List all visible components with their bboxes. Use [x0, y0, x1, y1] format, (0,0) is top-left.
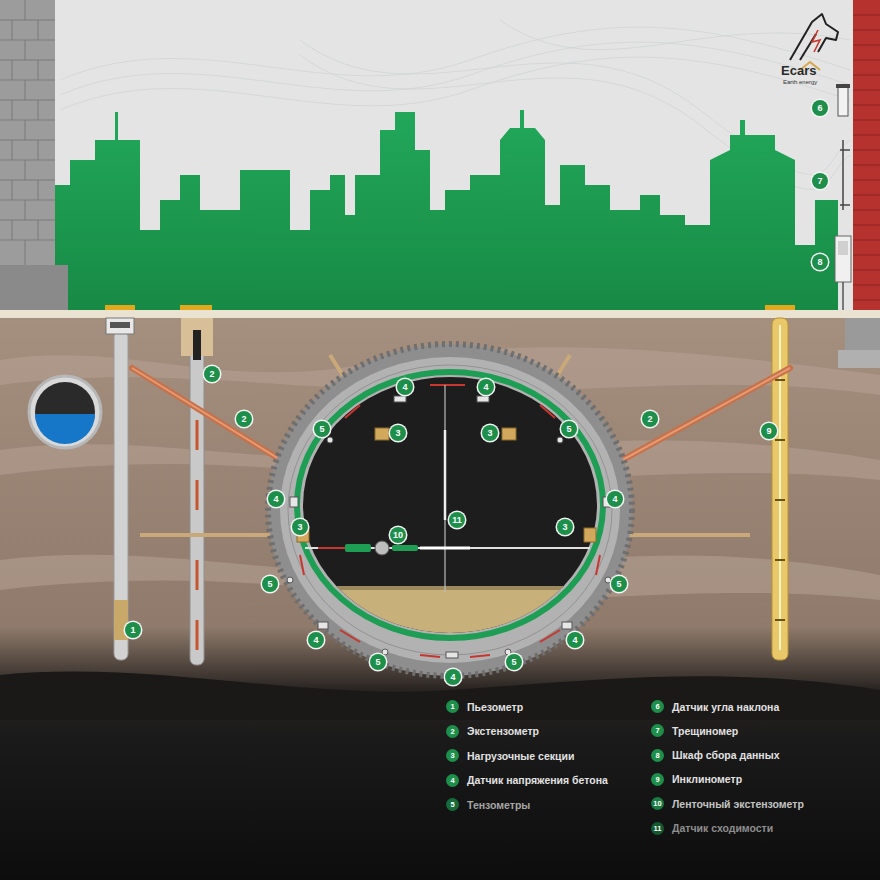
legend-text: Датчик угла наклона	[672, 701, 779, 713]
callout-number: 1	[125, 622, 141, 638]
callout-number: 9	[761, 423, 777, 439]
callout-number: 2	[204, 366, 220, 382]
logo-name: Ecars	[781, 63, 816, 78]
legend-swatch: 7	[651, 724, 664, 737]
legend-text: Датчик напряжения бетона	[467, 774, 608, 786]
legend-number: 7	[655, 726, 659, 735]
legend-row: 8 Шкаф сбора данных	[651, 749, 780, 762]
callout-number: 5	[506, 654, 522, 670]
callout-number: 5	[370, 654, 386, 670]
callout-number: 3	[292, 519, 308, 535]
callout-number: 5	[561, 421, 577, 437]
legend-swatch: 1	[446, 700, 459, 713]
callout-number: 5	[314, 421, 330, 437]
legend-number: 5	[450, 800, 454, 809]
callout-number: 4	[607, 491, 623, 507]
legend-number: 2	[450, 727, 454, 736]
callout-number: 4	[268, 491, 284, 507]
legend-text: Пьезометр	[467, 701, 523, 713]
legend-text: Ленточный экстензометр	[672, 798, 804, 810]
legend-swatch: 10	[651, 797, 664, 810]
callout-number: 3	[390, 425, 406, 441]
callout-number: 4	[308, 632, 324, 648]
callout-number: 2	[236, 411, 252, 427]
legend-swatch: 3	[446, 749, 459, 762]
legend-text: Трещиномер	[672, 725, 738, 737]
legend-row: 9 Инклинометр	[651, 773, 742, 786]
legend-swatch: 8	[651, 749, 664, 762]
legend-text: Тензометры	[467, 799, 530, 811]
legend-number: 10	[653, 799, 661, 808]
legend-text: Инклинометр	[672, 773, 742, 785]
callout-number: 10	[390, 527, 406, 543]
legend-number: 8	[655, 751, 659, 760]
callout-number: 4	[478, 379, 494, 395]
legend-row: 6 Датчик угла наклона	[651, 700, 779, 713]
legend-row: 10 Ленточный экстензометр	[651, 797, 804, 810]
legend-number: 6	[655, 702, 659, 711]
legend-row: 11 Датчик сходимости	[651, 822, 773, 835]
legend-swatch: 2	[446, 725, 459, 738]
legend-row: 1 Пьезометр	[446, 700, 523, 713]
logo-tagline: Earth energy	[783, 79, 817, 85]
legend-row: 3 Нагрузочные секции	[446, 749, 574, 762]
legend-row: 5 Тензометры	[446, 798, 530, 811]
legend-text: Датчик сходимости	[672, 822, 773, 834]
legend-swatch: 6	[651, 700, 664, 713]
callout-number: 4	[567, 632, 583, 648]
legend-number: 4	[450, 776, 454, 785]
callout-number: 5	[262, 576, 278, 592]
legend-row: 4 Датчик напряжения бетона	[446, 774, 608, 787]
callout-number: 11	[449, 512, 465, 528]
callout-number: 4	[445, 669, 461, 685]
callout-number: 7	[812, 173, 828, 189]
legend-text: Шкаф сбора данных	[672, 749, 780, 761]
callout-number: 2	[642, 411, 658, 427]
callout-number: 3	[557, 519, 573, 535]
legend-number: 9	[655, 775, 659, 784]
callout-number: 3	[482, 425, 498, 441]
callout-number: 6	[812, 100, 828, 116]
legend-number: 11	[654, 824, 662, 833]
legend-number: 3	[450, 751, 454, 760]
legend-swatch: 11	[651, 822, 664, 835]
callout-number: 4	[397, 379, 413, 395]
callout-number: 5	[611, 576, 627, 592]
legend-text: Нагрузочные секции	[467, 750, 574, 762]
legend-row: 7 Трещиномер	[651, 724, 738, 737]
legend-swatch: 5	[446, 798, 459, 811]
legend-number: 1	[450, 702, 454, 711]
legend-text: Экстензометр	[467, 725, 539, 737]
callout-number: 8	[812, 254, 828, 270]
legend-swatch: 4	[446, 774, 459, 787]
legend-row: 2 Экстензометр	[446, 725, 539, 738]
legend-swatch: 9	[651, 773, 664, 786]
